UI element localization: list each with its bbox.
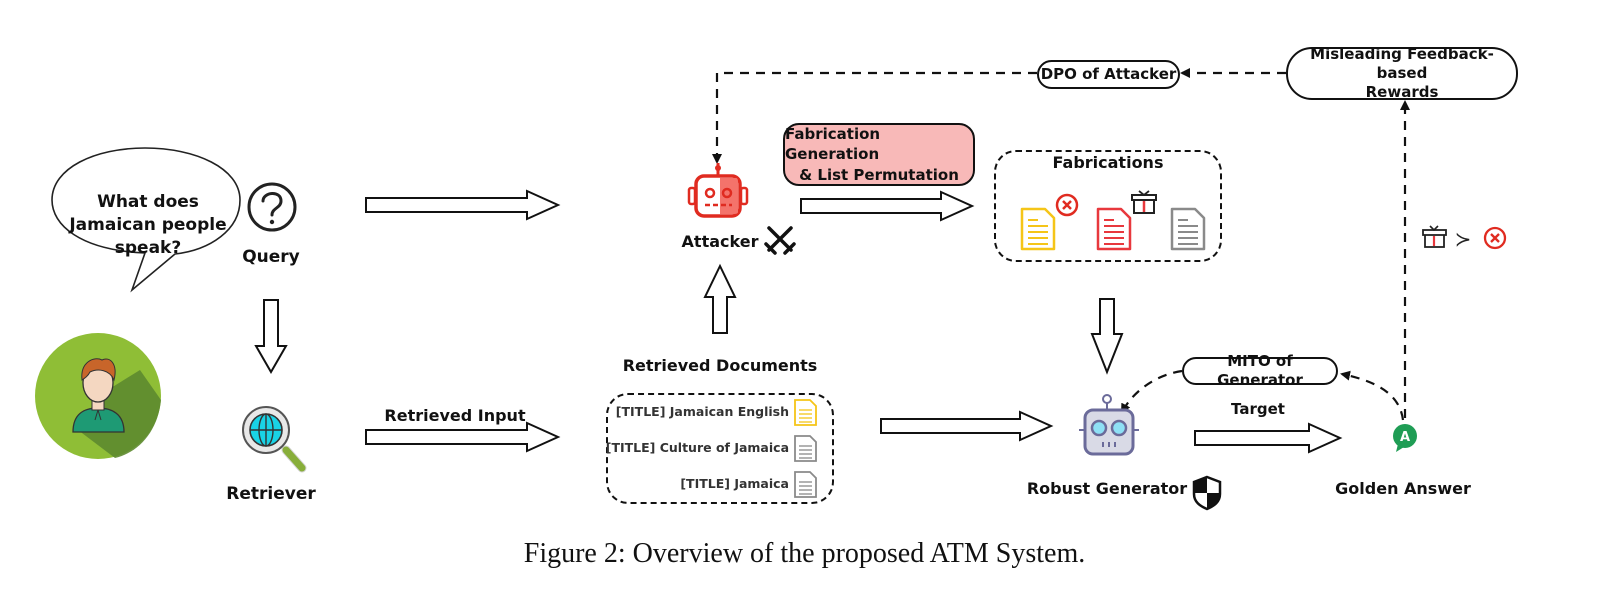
fabricated-doc-yellow — [1020, 207, 1056, 251]
preference-gift-icon — [1422, 225, 1447, 248]
golden-answer-label: Golden Answer — [1335, 479, 1471, 498]
rewards-box-line: Misleading Feedback-based — [1310, 45, 1494, 83]
answer-bubble-icon: A — [1393, 424, 1417, 452]
arrow-attacker-to-fabrications — [800, 190, 975, 222]
preference-relation: ≻ — [1455, 227, 1472, 251]
retrieved-doc-item: [TITLE] Jamaican English — [615, 404, 789, 419]
question-circle-icon — [247, 182, 297, 232]
red-robot-icon — [687, 163, 749, 218]
figure-caption: Figure 2: Overview of the proposed ATM S… — [523, 538, 1086, 569]
robust-generator-label: Robust Generator — [1026, 479, 1188, 498]
doc-icon-gray — [794, 435, 817, 462]
retrieved-doc-item: [TITLE] Culture of Jamaica — [605, 440, 789, 455]
answer-letter: A — [1400, 430, 1410, 445]
dpo-of-attacker-box: DPO of Attacker — [1037, 60, 1180, 89]
user-avatar-icon — [35, 333, 161, 459]
doc-icon-gray — [794, 471, 817, 498]
retrieved-doc-item: [TITLE] Jamaica — [680, 476, 789, 491]
doc-icon-yellow — [794, 399, 817, 426]
mito-of-generator-box: MITO of Generator — [1182, 352, 1338, 389]
preference-x-circle-icon — [1483, 226, 1507, 250]
crossed-swords-icon — [764, 226, 796, 255]
globe-magnifier-icon — [242, 406, 307, 473]
gift-icon — [1131, 190, 1157, 214]
arrow-retriever-to-documents — [365, 421, 561, 453]
shield-icon — [1192, 475, 1222, 511]
speech-line: Jamaican people — [69, 214, 227, 235]
dashed-dpo-to-attacker — [712, 71, 1037, 164]
speech-line: speak? — [114, 237, 182, 258]
retrieved-documents-group — [606, 393, 834, 504]
arrow-documents-to-attacker — [703, 263, 737, 334]
x-circle-icon — [1055, 193, 1079, 217]
rewards-box-line: Rewards — [1365, 82, 1439, 101]
misleading-rewards-box: Misleading Feedback-based Rewards — [1286, 45, 1518, 101]
query-label: Query — [242, 247, 300, 267]
speech-bubble — [51, 147, 241, 293]
robot-icon — [1079, 394, 1139, 456]
fabrication-box-line: & List Permutation — [799, 165, 959, 184]
fabrication-generation-box: Fabrication Generation & List Permutatio… — [783, 123, 975, 186]
fabricated-doc-red — [1096, 207, 1132, 251]
retriever-label: Retriever — [226, 484, 316, 504]
arrow-fabrications-to-generator — [1090, 298, 1124, 375]
speech-line: What does — [97, 192, 199, 212]
dashed-answer-to-mito — [1340, 370, 1405, 421]
fabricated-doc-gray — [1170, 207, 1206, 251]
fabrications-title: Fabrications — [1052, 153, 1164, 172]
arrow-query-to-retriever — [254, 299, 288, 375]
arrow-generator-to-answer — [1194, 422, 1343, 454]
attacker-label: Attacker — [681, 232, 759, 251]
retrieved-documents-title: Retrieved Documents — [622, 356, 818, 375]
arrow-query-to-attacker — [365, 189, 561, 221]
dashed-mito-to-generator — [1121, 369, 1183, 414]
fabrication-box-line: Fabrication Generation — [785, 125, 881, 164]
arrow-documents-to-generator — [880, 410, 1054, 442]
target-label: Target — [1231, 400, 1285, 418]
speech-bubble-text: What does Jamaican people speak? — [68, 191, 228, 260]
fabrications-group — [994, 150, 1222, 262]
retrieved-input-label: Retrieved Input — [384, 406, 526, 425]
